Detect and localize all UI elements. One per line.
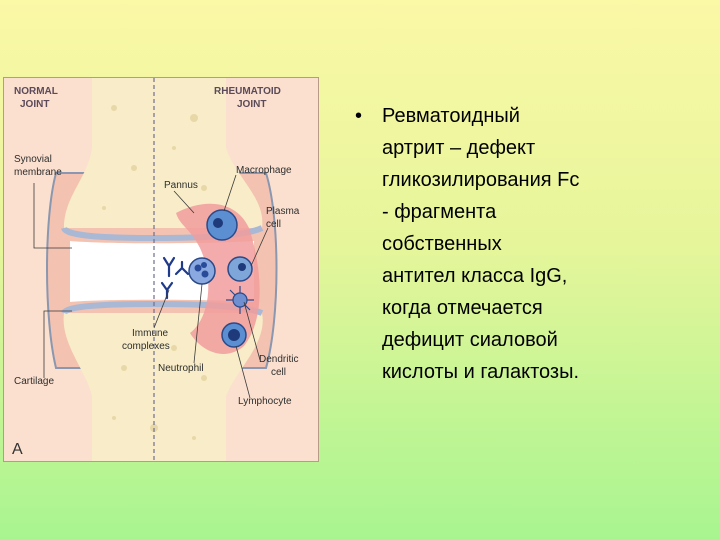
joint-illustration: NORMAL JOINT RHEUMATOID JOINT Synovial m… <box>12 78 300 461</box>
label-lymphocyte: Lymphocyte <box>238 396 292 407</box>
upper-bone <box>64 78 263 228</box>
text-line: антител класса IgG, <box>382 265 568 287</box>
leader-lines <box>33 174 269 399</box>
macrophage-cell <box>206 209 238 241</box>
normal-joint-header-2: JOINT <box>20 99 49 110</box>
text-line: когда отмечается <box>382 297 543 319</box>
label-macrophage: Macrophage <box>236 165 292 176</box>
label-neutrophil: Neutrophil <box>158 363 204 374</box>
bone-texture <box>102 105 207 440</box>
text-line: дефицит сиаловой <box>382 329 558 351</box>
panel-letter: A <box>12 441 23 458</box>
label-dendritic-1: Dendritic <box>259 354 298 365</box>
label-plasma-1: Plasma <box>266 206 300 217</box>
label-synovial-1: Synovial <box>14 154 52 165</box>
label-plasma-2: cell <box>266 219 281 230</box>
pannus <box>176 203 260 354</box>
label-immune-1: Immune <box>132 328 169 339</box>
label-dendritic-2: cell <box>271 367 286 378</box>
normal-joint-header-1: NORMAL <box>14 86 58 97</box>
text-line: - фрагмента <box>382 201 497 223</box>
text-line: артрит – дефект <box>382 137 536 159</box>
label-synovial-2: membrane <box>14 167 62 178</box>
label-cartilage: Cartilage <box>14 376 54 387</box>
slide-text: • Ревматоидный артрит – дефект гликозили… <box>355 100 705 388</box>
lymphocyte-cell <box>221 322 247 348</box>
plasma-cell <box>227 256 253 282</box>
text-line: гликозилирования Fc <box>382 169 580 191</box>
rheumatoid-joint-header-1: RHEUMATOID <box>214 86 281 97</box>
text-line: собственных <box>382 233 502 255</box>
text-line: Ревматоидный <box>382 105 520 127</box>
rheumatoid-joint-header-2: JOINT <box>237 99 266 110</box>
rheumatoid-joint-diagram: NORMAL JOINT RHEUMATOID JOINT Synovial m… <box>3 77 319 462</box>
label-immune-2: complexes <box>122 341 170 352</box>
text-line: кислоты и галактозы. <box>382 361 580 383</box>
bullet-text: Ревматоидный артрит – дефект гликозилиро… <box>382 100 705 388</box>
dendritic-cell <box>226 286 254 314</box>
label-pannus: Pannus <box>164 180 198 191</box>
bullet-marker: • <box>355 105 363 127</box>
neutrophil-cell <box>188 257 216 285</box>
